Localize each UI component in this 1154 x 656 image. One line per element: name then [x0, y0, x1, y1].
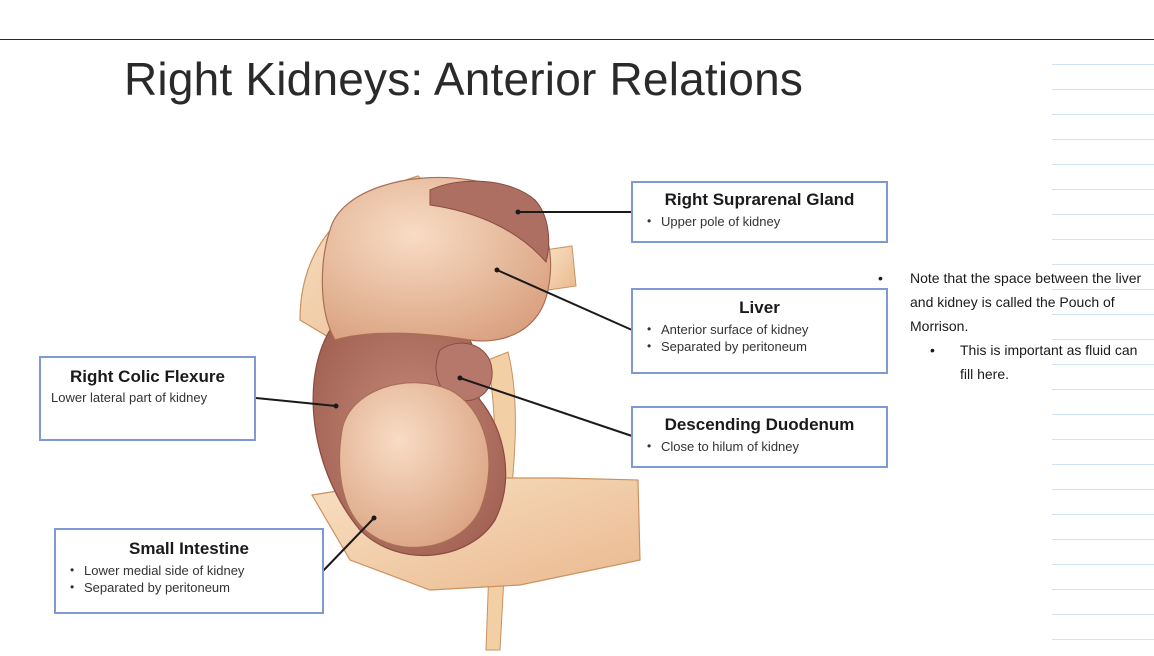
label-liver-bullet-2: Separated by peritoneum	[647, 338, 876, 355]
label-liver-heading: Liver	[739, 298, 780, 317]
note-sub-bullet: •	[930, 342, 935, 358]
label-colic-heading: Right Colic Flexure	[70, 367, 225, 386]
top-bar	[0, 0, 1154, 40]
notebook-margin	[1052, 40, 1154, 656]
label-duodenum-bullet: Close to hilum of kidney	[647, 438, 876, 455]
label-duodenum: Descending Duodenum Close to hilum of ki…	[631, 406, 888, 468]
suprarenal-gland	[429, 180, 550, 264]
label-colic: Right Colic Flexure Lower lateral part o…	[39, 356, 256, 441]
leader-duodenum	[459, 377, 633, 437]
leader-liver	[496, 269, 633, 331]
note-sub-text: This is important as fluid can fill here…	[960, 342, 1138, 382]
leader-colic	[255, 397, 337, 407]
label-colic-description: Lower lateral part of kidney	[51, 390, 208, 405]
slide-title: Right Kidneys: Anterior Relations	[124, 53, 804, 105]
leader-duodenum-dot	[457, 375, 463, 381]
leader-intestine	[321, 517, 375, 573]
label-suprarenal: Right Suprarenal Gland Upper pole of kid…	[631, 181, 888, 243]
note-main-text: Note that the space between the liver an…	[910, 270, 1142, 334]
label-intestine-bullet-2: Separated by peritoneum	[70, 579, 312, 596]
leader-suprarenal-dot	[515, 209, 521, 215]
note-bullet: •	[878, 270, 883, 286]
label-suprarenal-heading: Right Suprarenal Gland	[664, 190, 855, 209]
label-suprarenal-bullet: Upper pole of kidney	[647, 213, 876, 230]
note-sub: • This is important as fluid can fill he…	[930, 338, 1150, 386]
label-liver: Liver Anterior surface of kidney Separat…	[631, 288, 888, 374]
label-intestine-bullet-1: Lower medial side of kidney	[70, 562, 312, 579]
side-note: • Note that the space between the liver …	[878, 266, 1150, 386]
leader-liver-dot	[494, 267, 500, 273]
label-duodenum-heading: Descending Duodenum	[664, 415, 855, 434]
leader-colic-dot	[333, 403, 339, 409]
duodenum-segment	[435, 342, 493, 402]
leader-intestine-dot	[371, 515, 377, 521]
label-liver-bullet-1: Anterior surface of kidney	[647, 321, 876, 338]
label-intestine-heading: Small Intestine	[129, 539, 249, 558]
label-intestine: Small Intestine Lower medial side of kid…	[54, 528, 324, 614]
intestine-lobe	[338, 382, 490, 549]
